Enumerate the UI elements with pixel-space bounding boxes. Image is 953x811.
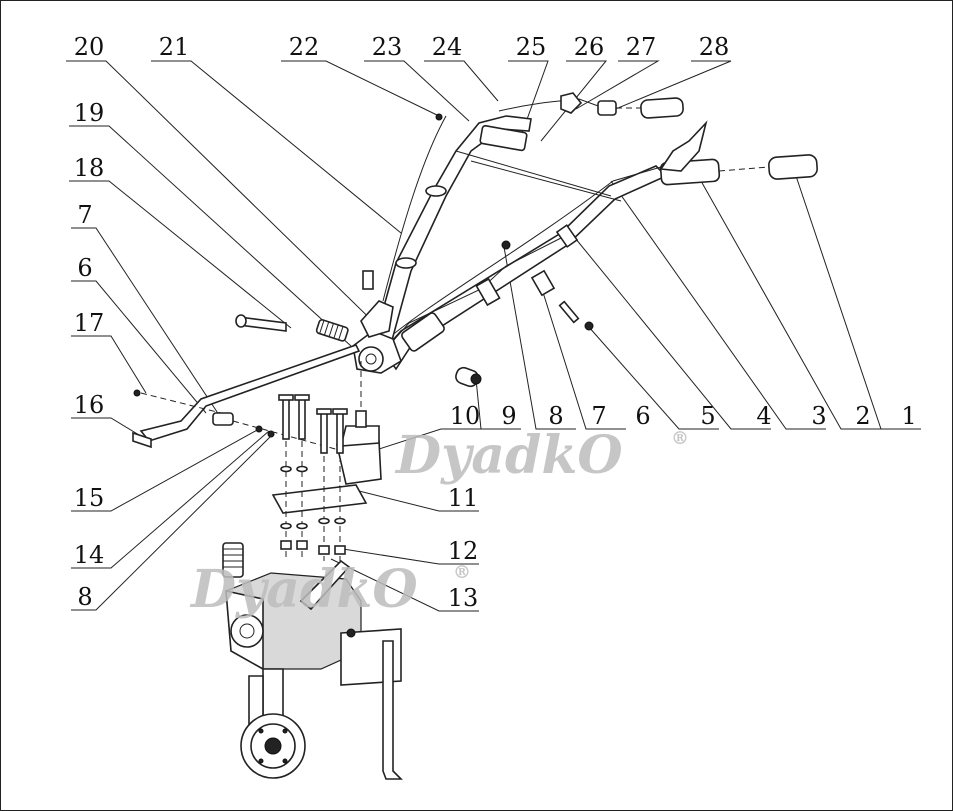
handlebar-pivot [235, 300, 402, 374]
callout-27: 27 [626, 33, 657, 61]
bolt-set [278, 394, 348, 561]
callout-23: 23 [372, 33, 403, 61]
callouts-left: 19 18 7 6 17 16 15 14 8 [74, 99, 105, 611]
gearbox-assembly [222, 542, 403, 780]
callout-26: 26 [574, 33, 605, 61]
callout-1: 1 [901, 402, 916, 430]
callout-8-left: 8 [77, 583, 92, 611]
top-spring [222, 542, 244, 578]
callout-4: 4 [756, 402, 771, 430]
callout-10: 10 [450, 402, 481, 430]
callout-7-right: 7 [591, 402, 606, 430]
leader-lines [66, 60, 921, 612]
watermark-lower: DyadkO ® [189, 559, 471, 620]
mounting-bracket [271, 361, 382, 561]
callout-25: 25 [516, 33, 547, 61]
svg-text:DyadkO: DyadkO [189, 559, 418, 620]
callout-2: 2 [855, 402, 870, 430]
callout-3: 3 [811, 402, 826, 430]
callout-19: 19 [74, 99, 105, 127]
svg-text:®: ® [453, 562, 471, 583]
callout-7-left: 7 [77, 201, 92, 229]
callout-21: 21 [159, 33, 190, 61]
callout-8-right: 8 [548, 402, 563, 430]
main-handlebar [378, 120, 818, 371]
callout-16: 16 [74, 391, 105, 419]
callouts-top: 20 21 22 23 24 25 26 27 28 [74, 33, 730, 61]
callout-9: 9 [501, 402, 516, 430]
callout-22: 22 [289, 33, 320, 61]
callouts-right: 9 8 7 6 5 4 3 2 1 [501, 402, 916, 430]
svg-text:DyadkO: DyadkO [394, 425, 623, 486]
callouts-center: 10 11 12 13 [448, 402, 481, 612]
svg-text:®: ® [671, 428, 689, 449]
callout-15: 15 [74, 484, 105, 512]
callout-24: 24 [432, 33, 463, 61]
callout-5: 5 [700, 402, 715, 430]
watermark-upper: DyadkO ® [394, 425, 689, 486]
callout-12: 12 [448, 537, 479, 565]
gear-shift-rod [132, 344, 362, 457]
callout-11: 11 [448, 484, 479, 512]
callout-14: 14 [74, 541, 105, 569]
callout-20: 20 [74, 33, 105, 61]
callout-17: 17 [74, 309, 105, 337]
callout-6-left: 6 [77, 254, 92, 282]
callout-28: 28 [699, 33, 730, 61]
callout-6-right: 6 [635, 402, 650, 430]
callout-13: 13 [448, 584, 479, 612]
callout-18: 18 [74, 154, 105, 182]
control-cable-pieces [362, 113, 594, 388]
